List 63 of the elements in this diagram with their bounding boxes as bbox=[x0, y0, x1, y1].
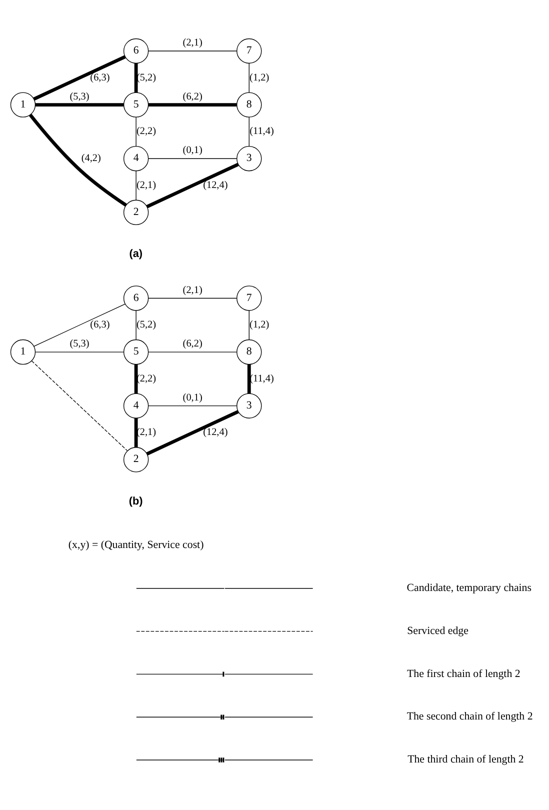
connector bbox=[148, 297, 238, 298]
legend-label: The second chain of length 2 bbox=[406, 710, 533, 722]
legend-label: Candidate, temporary chains bbox=[406, 581, 532, 594]
connector bbox=[28, 113, 127, 206]
edge-label: (0,1) bbox=[182, 144, 202, 156]
connector bbox=[248, 62, 250, 92]
edge-label: (5,3) bbox=[70, 90, 90, 102]
connector bbox=[148, 50, 238, 51]
connector bbox=[146, 162, 239, 208]
connector bbox=[134, 364, 138, 394]
connector bbox=[248, 310, 250, 340]
connector bbox=[134, 418, 138, 447]
node-circle: 3 bbox=[236, 392, 262, 418]
edge-label: (2,1) bbox=[182, 284, 202, 296]
edge-label: (2,2) bbox=[136, 126, 156, 137]
edge-label: (2,1) bbox=[182, 37, 202, 48]
label: (a) bbox=[129, 248, 143, 260]
node-circle: 2 bbox=[123, 199, 149, 224]
node-circle: 7 bbox=[236, 285, 262, 310]
edge-label: (6,3) bbox=[90, 319, 110, 330]
connector bbox=[33, 54, 126, 100]
connector bbox=[148, 405, 238, 406]
node-circle: 5 bbox=[123, 92, 149, 117]
node-circle: 3 bbox=[236, 146, 262, 171]
legend-label: The third chain of length 2 bbox=[408, 753, 524, 766]
node-circle: 2 bbox=[123, 446, 149, 472]
edge-label: (5,2) bbox=[136, 319, 156, 330]
edge-label: (1,2) bbox=[250, 319, 270, 330]
connector bbox=[146, 410, 239, 455]
node-circle: 1 bbox=[10, 338, 36, 364]
label: (x,y) = (Quantity, Service cost) bbox=[68, 538, 204, 551]
node-circle: 8 bbox=[236, 338, 262, 364]
connector bbox=[247, 364, 251, 394]
edge-label: (0,1) bbox=[182, 392, 202, 403]
connector bbox=[35, 102, 124, 106]
node-circle: 8 bbox=[236, 92, 262, 117]
connector bbox=[248, 116, 250, 146]
edge-label: (11,4) bbox=[250, 126, 274, 137]
label: (b) bbox=[128, 494, 143, 507]
node-circle: 7 bbox=[236, 38, 262, 64]
edge-label: (12,4) bbox=[203, 179, 228, 190]
legend-label: Serviced edge bbox=[407, 624, 468, 636]
edge-label: (2,1) bbox=[136, 179, 156, 190]
node-circle: 4 bbox=[123, 146, 149, 171]
edge-label: (6,3) bbox=[90, 72, 110, 83]
connector bbox=[34, 303, 126, 346]
connector bbox=[148, 102, 237, 106]
legend-label: The first chain of length 2 bbox=[407, 667, 520, 680]
connector bbox=[134, 62, 138, 92]
node-circle: 1 bbox=[10, 92, 36, 117]
edge-label: (5,3) bbox=[70, 338, 90, 350]
edge-label: (4,2) bbox=[81, 152, 101, 164]
node-circle: 5 bbox=[123, 338, 149, 364]
edge-label: (1,2) bbox=[250, 72, 270, 83]
connector bbox=[31, 360, 128, 450]
connector bbox=[148, 351, 238, 352]
node-circle: 6 bbox=[123, 38, 149, 64]
edge-label: (6,2) bbox=[182, 338, 202, 350]
edge-label: (6,2) bbox=[182, 90, 202, 102]
node-circle: 6 bbox=[123, 285, 149, 310]
edge-label: (12,4) bbox=[203, 426, 228, 438]
connector bbox=[34, 351, 124, 352]
node-circle: 4 bbox=[123, 392, 149, 418]
